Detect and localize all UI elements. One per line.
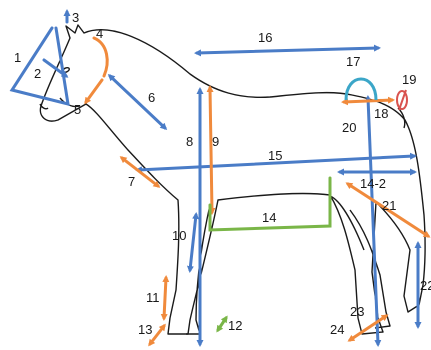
- label-14: 14: [262, 210, 276, 225]
- label-3: 3: [72, 10, 79, 25]
- label-20: 20: [342, 120, 356, 135]
- measure-24-hind-hoof: [347, 314, 389, 342]
- label-7: 7: [128, 174, 135, 189]
- label-17: 17: [346, 54, 360, 69]
- label-13: 13: [138, 322, 152, 337]
- orange-measurements: [84, 36, 431, 347]
- label-12: 12: [228, 318, 242, 333]
- label-11: 11: [146, 290, 160, 305]
- measurement-labels: 1 2 3 4 5 6 7 8 9 10 11 12 13 14 14-2 15…: [14, 10, 431, 337]
- measure-2-head-width: [42, 58, 69, 78]
- measure-12-fetlock: [216, 315, 228, 333]
- label-18: 18: [374, 106, 388, 121]
- label-2: 2: [34, 66, 41, 81]
- label-5: 5: [74, 102, 81, 117]
- measure-4-poll: [92, 36, 109, 78]
- blue-measurements: [9, 9, 422, 347]
- measure-7-chest-depth: [119, 156, 161, 188]
- label-1: 1: [14, 50, 21, 65]
- green-measurements: [208, 176, 332, 333]
- measure-18-hip: [341, 96, 395, 106]
- measure-17-croup-arc: [344, 77, 378, 101]
- label-21: 21: [382, 198, 396, 213]
- label-6: 6: [148, 90, 155, 105]
- measure-1-head-length: [9, 26, 70, 107]
- label-10: 10: [172, 228, 186, 243]
- label-14-2: 14-2: [360, 176, 386, 191]
- label-23: 23: [350, 304, 364, 319]
- measure-9-body-depth: [206, 85, 216, 215]
- label-9: 9: [212, 134, 219, 149]
- label-22: 22: [420, 278, 431, 293]
- measure-10-foreleg: [186, 212, 200, 273]
- measure-11-cannon: [160, 275, 170, 321]
- label-8: 8: [186, 134, 193, 149]
- measure-21-thigh: [345, 182, 431, 238]
- measure-6-neck-length: [107, 73, 168, 131]
- measure-19-tail: [396, 89, 408, 111]
- label-15: 15: [268, 148, 282, 163]
- label-19: 19: [402, 72, 416, 87]
- measure-13-hoof: [148, 323, 166, 347]
- measure-croup-height: [364, 95, 382, 347]
- label-16: 16: [258, 30, 272, 45]
- measure-5-throat: [84, 78, 104, 105]
- measure-14-girth: [208, 176, 332, 232]
- label-4: 4: [96, 26, 103, 41]
- label-24: 24: [330, 322, 344, 337]
- measure-16-back-length: [194, 44, 381, 57]
